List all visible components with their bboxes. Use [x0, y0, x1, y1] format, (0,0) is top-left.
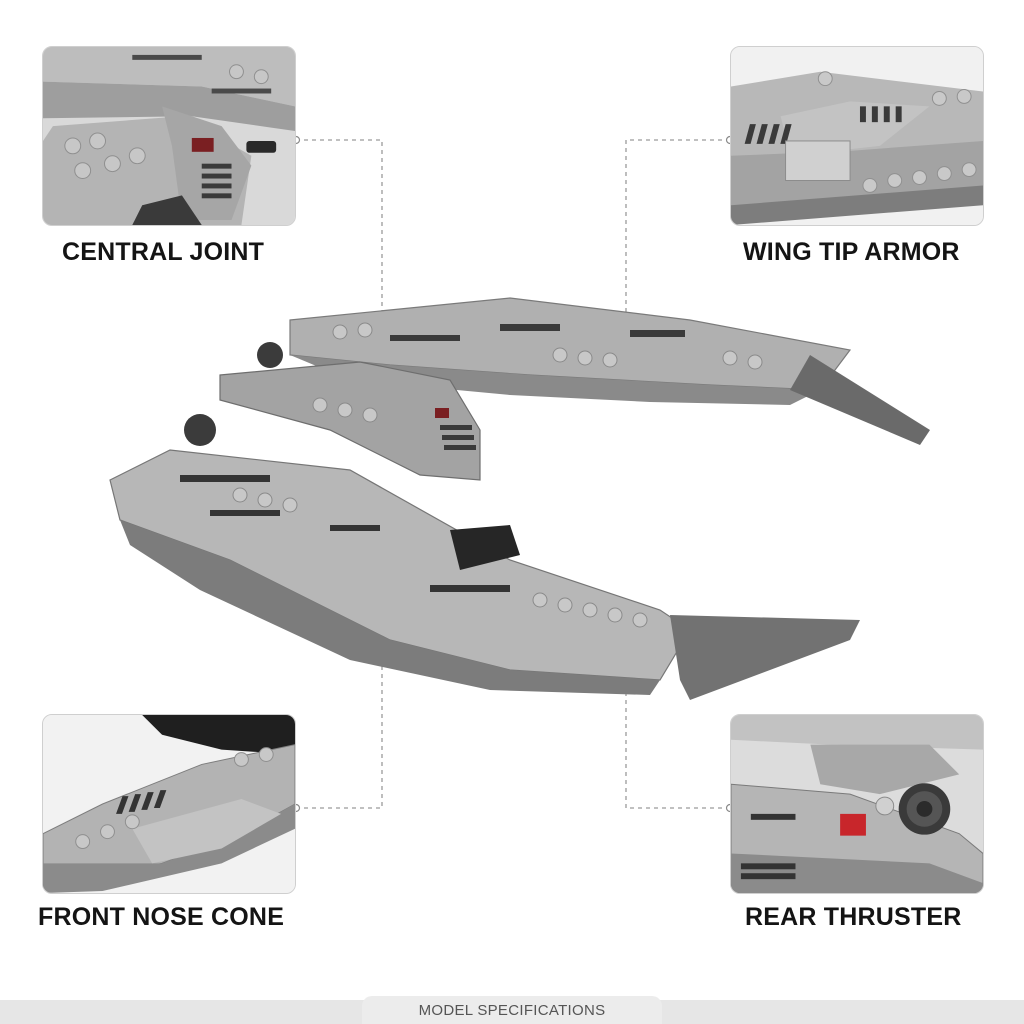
central-joint-photo [42, 46, 296, 226]
footer-tab: MODEL SPECIFICATIONS [362, 996, 662, 1024]
central-joint-label: CENTRAL JOINT [62, 238, 265, 266]
front-nose-cone-photo [42, 714, 296, 894]
rear-thruster-photo [730, 714, 984, 894]
footer-text: MODEL SPECIFICATIONS [418, 1001, 606, 1019]
wing-tip-armor-label: WING TIP ARMOR [743, 238, 960, 266]
wing-tip-armor-photo [730, 46, 984, 226]
rear-thruster-label: REAR THRUSTER [745, 903, 962, 931]
starfighter-model [90, 280, 950, 720]
front-nose-cone-label: FRONT NOSE CONE [38, 903, 285, 931]
